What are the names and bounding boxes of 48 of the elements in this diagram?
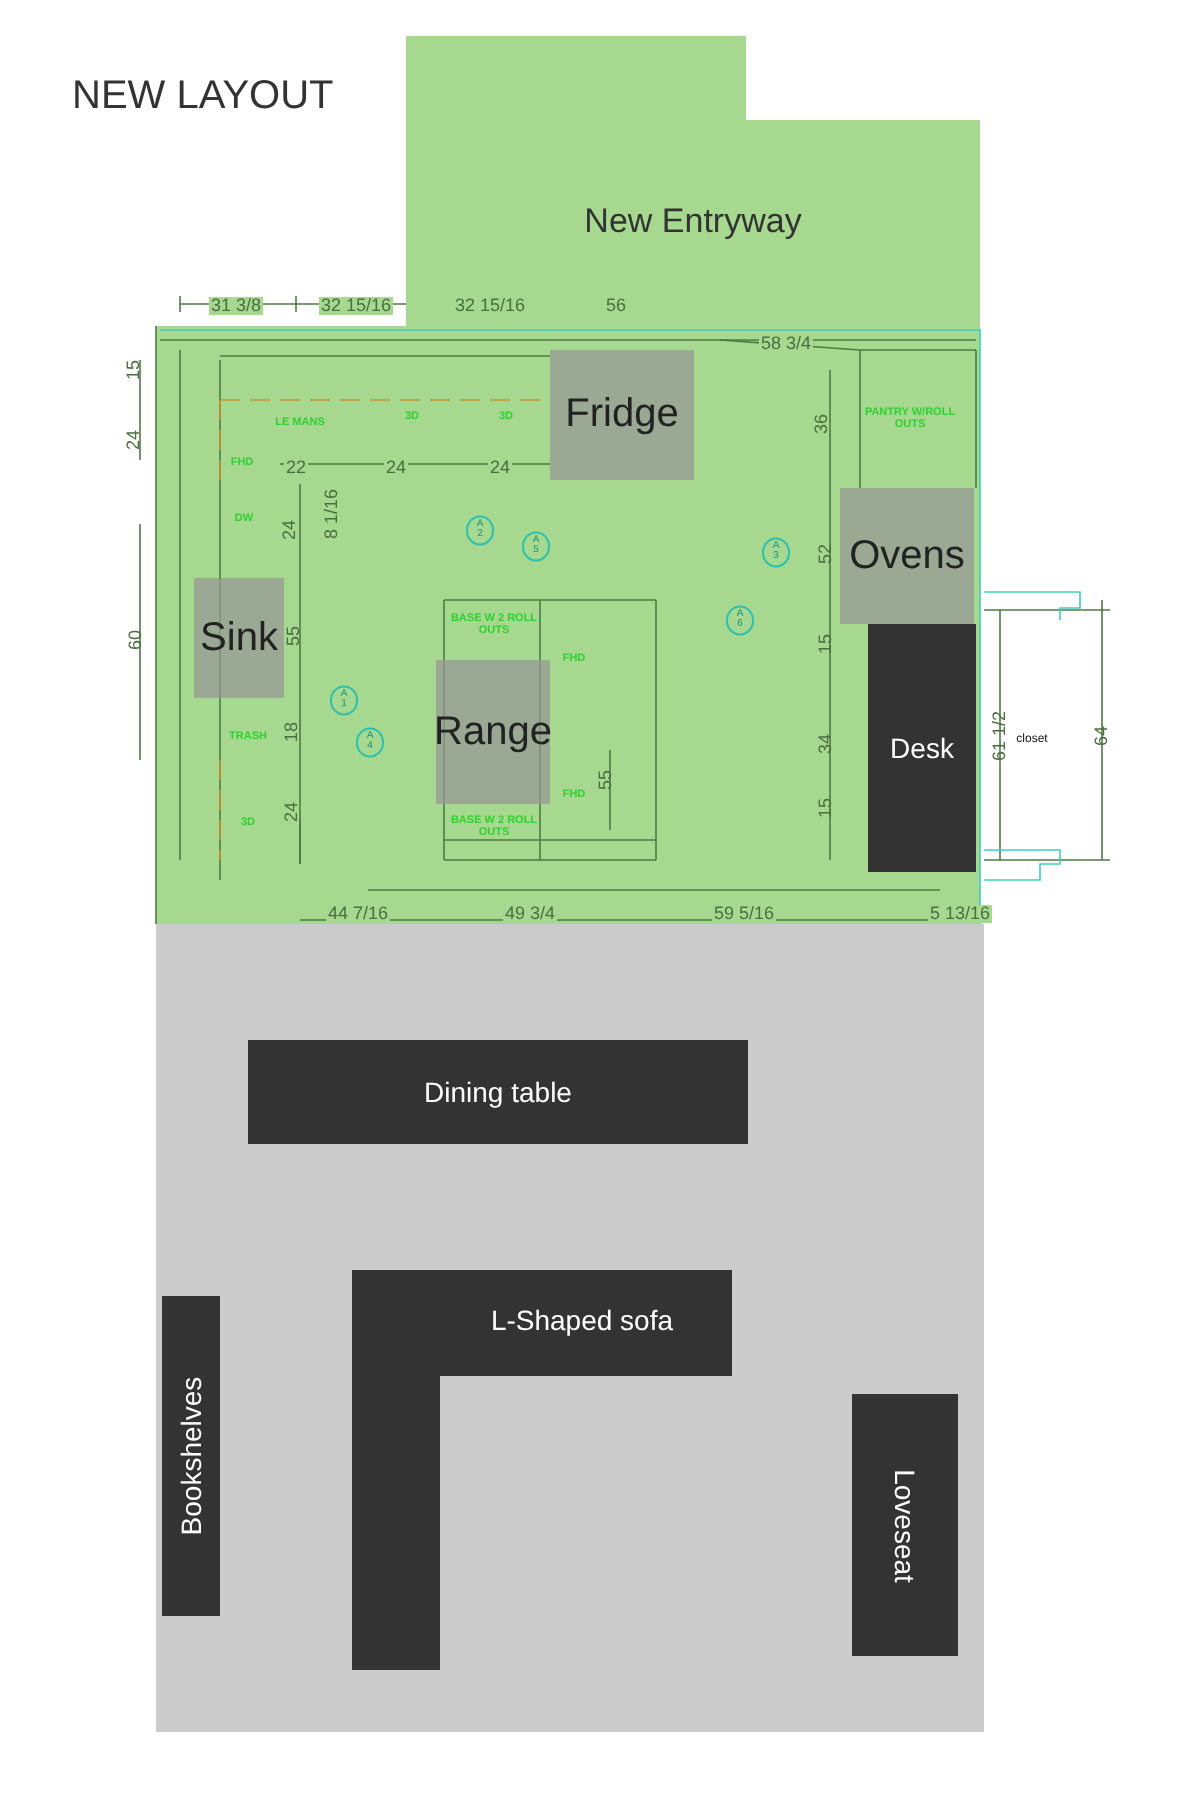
node-label: Sink [200,615,278,661]
dimension-label: 56 [604,297,628,315]
loveseat-block [852,1394,958,1656]
dimension-label: 44 7/16 [325,905,391,923]
dimension-label: 32 15/16 [318,297,394,315]
dimension-label: 24 [384,459,408,477]
dimension-label: 22 [284,459,308,477]
dimension-label: 60 [127,630,145,650]
dimension-label: 52 [817,544,835,564]
dimension-label: 49 3/4 [502,905,558,923]
dimension-label: 15 [125,360,143,380]
node-label: Desk [890,732,954,764]
node-label: Range [434,709,552,755]
node-label: Ovens [849,533,965,579]
dimension-label: 8 1/16 [323,488,341,540]
dimension-label: 64 [1093,726,1111,746]
dimension-label: 24 [125,430,143,450]
desk-block [868,624,976,872]
dimension-label: 59 5/16 [711,905,777,923]
dimension-label: 24 [488,459,512,477]
dining-table-block [248,1040,748,1144]
node-label: L-Shaped sofa [490,1304,674,1336]
node-label: Loveseat [889,1468,921,1582]
dimension-label: 36 [813,414,831,434]
bookshelves-block [162,1296,220,1616]
dimension-label: 34 [817,734,835,754]
range-block [436,660,550,804]
dimension-label: 15 [817,798,835,818]
dimension-label: 61 1/2 [991,710,1009,762]
node-label: Fridge [565,392,679,438]
dimension-label: 55 [597,770,615,790]
dimension-label: 15 [817,634,835,654]
dimension-label: 24 [281,520,299,540]
dimension-label: 5 13/16 [927,905,993,923]
node-label: New Entryway [584,201,802,241]
title: NEW LAYOUT [72,74,334,120]
dimension-label: 31 3/8 [208,297,264,315]
sofa-block [352,1270,732,1670]
dimension-label: 24 [283,802,301,822]
dimension-label: 18 [283,722,301,742]
fridge-block [550,350,694,480]
node-label: Bookshelves [175,1376,207,1536]
dimension-label: 55 [285,626,303,646]
dimension-label: 32 15/16 [452,297,528,315]
dimension-label: 58 3/4 [758,335,814,353]
node-label: Dining table [424,1076,572,1108]
ovens-block [840,488,974,624]
sink-block [194,578,284,698]
